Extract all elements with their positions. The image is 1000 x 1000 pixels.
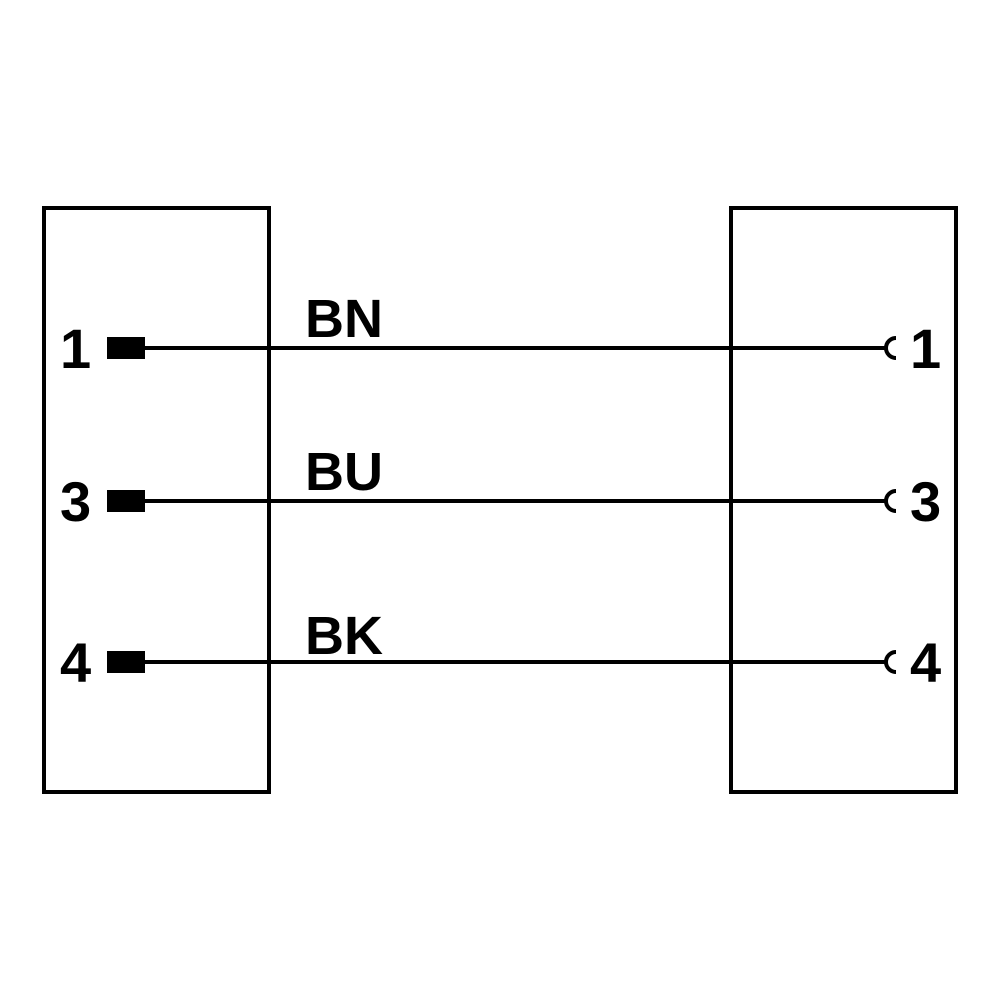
left-pin-number: 1 [60, 317, 91, 380]
right-pin-number: 4 [910, 631, 941, 694]
right-pin-number: 1 [910, 317, 941, 380]
female-socket-icon [884, 489, 897, 513]
wire-color-code: BN [305, 289, 383, 349]
wire-color-code: BU [305, 442, 383, 502]
left-pin-number: 3 [60, 470, 91, 533]
male-pin-icon [107, 337, 145, 359]
wire-row: 1 BN 1 [60, 289, 941, 380]
male-pin-icon [107, 490, 145, 512]
male-pin-icon [107, 651, 145, 673]
wire-row: 4 BK 4 [60, 606, 941, 694]
wire-color-code: BK [305, 606, 383, 666]
wire-row: 3 BU 3 [60, 442, 941, 533]
female-socket-icon [884, 336, 897, 360]
left-pin-number: 4 [60, 631, 91, 694]
right-pin-number: 3 [910, 470, 941, 533]
female-socket-icon [884, 650, 897, 674]
